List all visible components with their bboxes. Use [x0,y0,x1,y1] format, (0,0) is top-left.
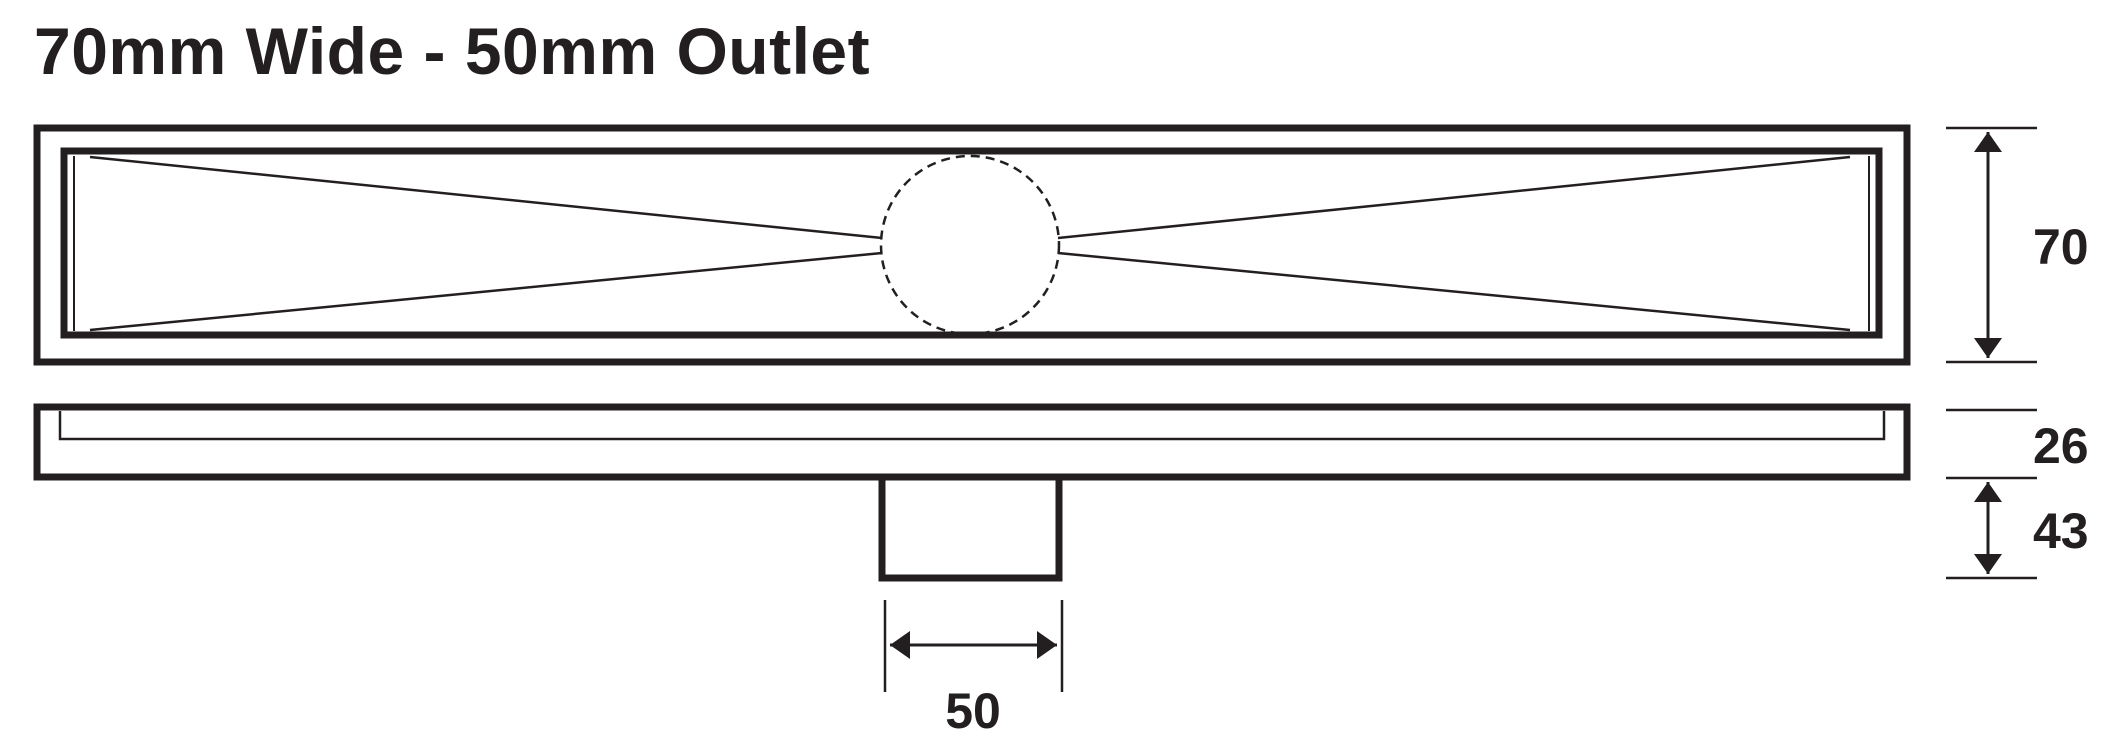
outlet-width-dimension: 50 [883,600,1064,738]
channel-inner-lip [58,411,1886,441]
fall-line-right [1057,155,1851,332]
outlet-height-dimension: 43 [1946,482,2089,580]
width-extension-lines [1946,126,2037,364]
drawing-title: 70mm Wide - 50mm Outlet [34,14,871,88]
channel-height-label: 26 [2033,418,2089,474]
outlet-spigot [878,480,1063,582]
fall-line-left [89,155,883,332]
outlet-height-label: 43 [2033,503,2089,559]
width-label: 70 [2033,219,2089,275]
outlet-width-extension-lines [883,600,1064,692]
grate-inner-edge [73,156,1870,331]
width-dimension: 70 [1946,126,2089,364]
channel-height-dimension: 26 [1946,408,2089,480]
channel-height-extension-lines [1946,408,2037,480]
outlet-width-label: 50 [945,683,1001,738]
plan-view [33,124,1911,366]
outlet-hidden-circle [879,154,1061,336]
channel-body [33,403,1911,481]
side-view [33,403,1911,582]
plan-outer-frame [33,124,1911,366]
